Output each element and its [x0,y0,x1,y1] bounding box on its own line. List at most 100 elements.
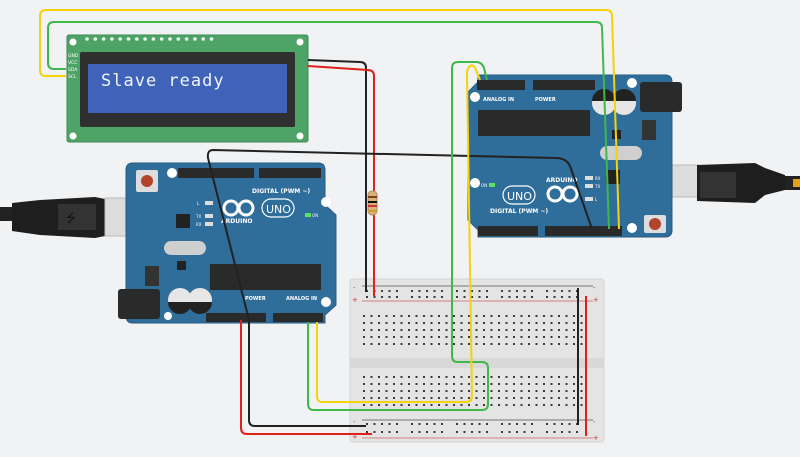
terminal-hole[interactable] [580,376,583,378]
terminal-hole[interactable] [498,315,500,317]
rail-hole[interactable] [471,296,473,298]
terminal-hole[interactable] [415,383,418,385]
terminal-hole[interactable] [580,343,583,345]
rail-hole[interactable] [366,431,368,433]
terminal-hole[interactable] [498,322,500,324]
terminal-hole[interactable] [468,315,470,317]
breadboard[interactable]: - + - + - + - + [349,278,605,443]
rail-hole[interactable] [576,431,578,433]
terminal-hole[interactable] [505,336,508,338]
wire-red-5v[interactable] [240,320,372,435]
terminal-hole[interactable] [513,383,515,385]
terminal-hole[interactable] [430,397,433,399]
rail-hole[interactable] [381,290,383,292]
terminal-hole[interactable] [558,397,560,399]
terminal-hole[interactable] [408,397,410,399]
terminal-hole[interactable] [505,383,508,385]
terminal-hole[interactable] [468,343,470,345]
terminal-hole[interactable] [430,329,433,331]
terminal-hole[interactable] [363,376,365,378]
terminal-hole[interactable] [580,383,583,385]
terminal-hole[interactable] [415,322,418,324]
terminal-hole[interactable] [423,390,425,392]
rail-hole[interactable] [553,296,556,298]
terminal-hole[interactable] [400,343,403,345]
terminal-hole[interactable] [393,322,395,324]
rail-hole[interactable] [561,431,563,433]
rail-hole[interactable] [478,290,481,292]
terminal-hole[interactable] [528,383,530,385]
terminal-hole[interactable] [513,397,515,399]
terminal-hole[interactable] [445,329,448,331]
rail-hole[interactable] [418,290,421,292]
terminal-hole[interactable] [475,315,478,317]
rail-hole[interactable] [553,431,556,433]
rail-hole[interactable] [553,423,556,425]
rail-hole[interactable] [396,290,398,292]
terminal-hole[interactable] [505,376,508,378]
terminal-hole[interactable] [528,390,530,392]
terminal-hole[interactable] [580,404,583,406]
rail-hole[interactable] [433,296,436,298]
terminal-hole[interactable] [483,329,485,331]
terminal-hole[interactable] [460,336,463,338]
terminal-hole[interactable] [483,336,485,338]
rail-hole[interactable] [456,290,458,292]
terminal-hole[interactable] [505,315,508,317]
rail-hole[interactable] [523,296,526,298]
rail-hole[interactable] [531,423,533,425]
terminal-hole[interactable] [580,329,583,331]
terminal-hole[interactable] [528,329,530,331]
terminal-hole[interactable] [378,383,380,385]
terminal-hole[interactable] [385,343,388,345]
terminal-hole[interactable] [505,397,508,399]
terminal-hole[interactable] [408,390,410,392]
terminal-hole[interactable] [550,390,553,392]
rail-hole[interactable] [411,423,413,425]
rail-hole[interactable] [486,290,488,292]
terminal-hole[interactable] [535,336,538,338]
terminal-hole[interactable] [460,390,463,392]
terminal-hole[interactable] [453,322,455,324]
terminal-hole[interactable] [445,404,448,406]
terminal-hole[interactable] [565,383,568,385]
terminal-hole[interactable] [475,376,478,378]
rail-hole[interactable] [531,296,533,298]
rail-hole[interactable] [568,296,571,298]
terminal-hole[interactable] [498,376,500,378]
rail-hole[interactable] [463,423,466,425]
terminal-hole[interactable] [415,329,418,331]
terminal-hole[interactable] [543,343,545,345]
terminal-hole[interactable] [513,315,515,317]
terminal-hole[interactable] [535,404,538,406]
rail-hole[interactable] [471,290,473,292]
rail-hole[interactable] [561,296,563,298]
rail-hole[interactable] [411,431,413,433]
terminal-hole[interactable] [490,390,493,392]
terminal-hole[interactable] [498,404,500,406]
rail-hole[interactable] [516,296,518,298]
terminal-hole[interactable] [445,322,448,324]
terminal-hole[interactable] [430,315,433,317]
wire-red-lcd-vcc[interactable] [307,65,375,296]
terminal-hole[interactable] [573,322,575,324]
terminal-hole[interactable] [438,336,440,338]
rail-hole[interactable] [568,290,571,292]
terminal-hole[interactable] [513,322,515,324]
terminal-hole[interactable] [438,404,440,406]
terminal-hole[interactable] [408,322,410,324]
terminal-hole[interactable] [580,397,583,399]
terminal-hole[interactable] [483,390,485,392]
terminal-hole[interactable] [558,336,560,338]
rail-hole[interactable] [396,431,398,433]
terminal-hole[interactable] [573,390,575,392]
terminal-hole[interactable] [438,397,440,399]
terminal-hole[interactable] [550,315,553,317]
terminal-hole[interactable] [370,397,373,399]
rail-hole[interactable] [426,423,428,425]
terminal-hole[interactable] [423,322,425,324]
terminal-hole[interactable] [528,343,530,345]
terminal-hole[interactable] [400,315,403,317]
terminal-hole[interactable] [520,383,523,385]
terminal-hole[interactable] [378,336,380,338]
